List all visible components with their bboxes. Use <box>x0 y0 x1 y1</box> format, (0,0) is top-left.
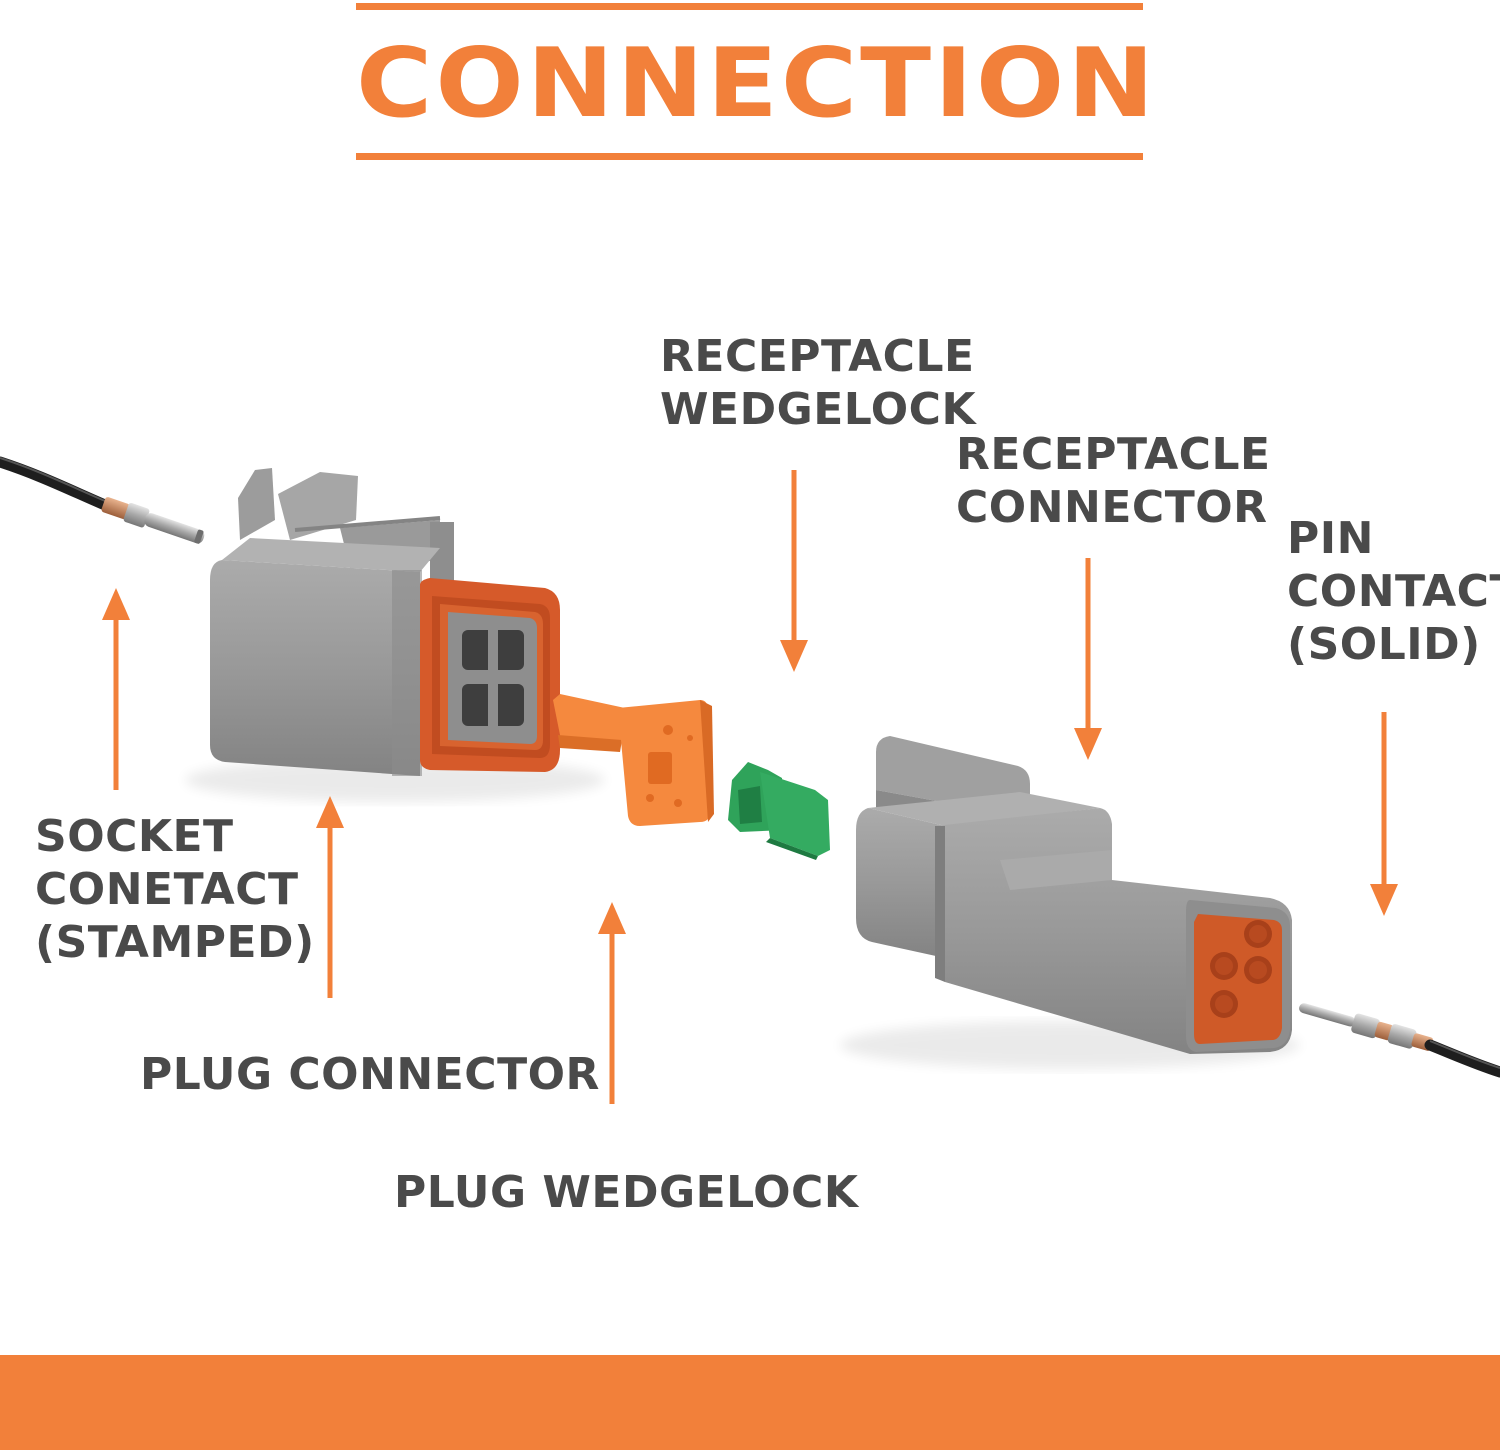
label-line: CONETACT <box>35 864 299 915</box>
label-line: RECEPTACLE <box>956 429 1271 480</box>
pin-contact-illustration <box>1299 1003 1500 1078</box>
socket-contact-wire <box>0 456 205 544</box>
arrow-pin-contact <box>1370 712 1398 916</box>
arrow-socket-contact <box>102 588 130 790</box>
receptacle-wedgelock-illustration <box>728 762 830 860</box>
plug-connector-illustration <box>210 468 560 776</box>
plug-wedgelock-illustration <box>553 694 714 826</box>
label-receptacle-wedgelock: RECEPTACLE WEDGELOCK <box>660 330 976 436</box>
label-line: CONNECTOR <box>956 482 1268 533</box>
label-plug-connector: PLUG CONNECTOR <box>140 1049 600 1100</box>
label-line: WEDGELOCK <box>660 384 977 435</box>
label-socket-contact: SOCKET CONETACT (STAMPED) <box>35 810 315 969</box>
title-rule-top <box>356 3 1143 10</box>
label-line: (SOLID) <box>1287 619 1481 670</box>
label-line: RECEPTACLE <box>660 331 975 382</box>
arrow-plug-connector <box>316 796 344 998</box>
arrow-receptacle-wedgelock <box>780 470 808 672</box>
label-line: PIN <box>1287 513 1374 564</box>
label-plug-wedgelock: PLUG WEDGELOCK <box>394 1167 859 1218</box>
label-line: SOCKET <box>35 811 234 862</box>
receptacle-connector-illustration <box>856 736 1292 1054</box>
label-pin-contact: PIN CONTACT (SOLID) <box>1287 512 1500 671</box>
label-line: CONTACT <box>1287 566 1500 617</box>
page-title: CONNECTION <box>356 26 1158 140</box>
title-rule-bottom <box>356 153 1143 160</box>
arrow-receptacle-connector <box>1074 558 1102 760</box>
label-line: (STAMPED) <box>35 917 315 968</box>
arrow-plug-wedgelock <box>598 902 626 1104</box>
label-receptacle-connector: RECEPTACLE CONNECTOR <box>956 428 1271 534</box>
footer-bar <box>0 1355 1500 1450</box>
